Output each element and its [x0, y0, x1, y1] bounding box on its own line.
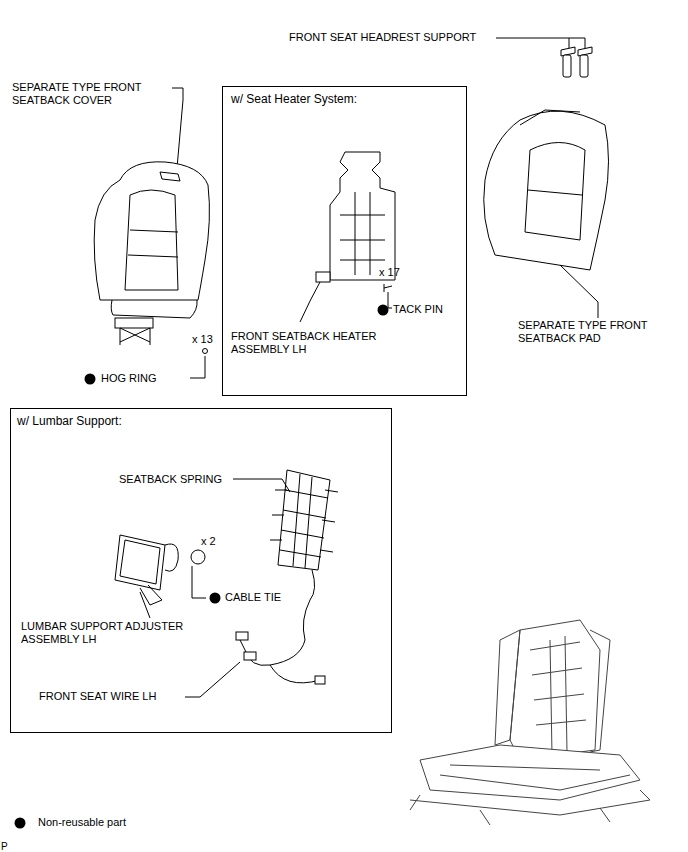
part-name: FRONT SEAT HEADREST SUPPORT [289, 31, 476, 44]
part-name: SEPARATE TYPE FRONT SEATBACK COVER [12, 81, 177, 107]
quantity-label: x 17 [379, 266, 400, 279]
option-box: w/ Seat Heater System: x 17 TACK PIN FRONT … [222, 86, 467, 396]
part-name: FRONT SEATBACK HEATER ASSEMBLY LH [231, 330, 406, 356]
quantity-label: x 13 [192, 333, 213, 346]
part-name: SEATBACK SPRING [119, 473, 222, 486]
part-name: TACK PIN [393, 303, 443, 316]
legend-text: Non-reusable part [38, 816, 126, 829]
part-name: HOG RING [101, 372, 157, 385]
option-heading: w/ Seat Heater System: [231, 93, 357, 106]
option-box: w/ Lumbar Support: SEATBACK SPRING x 2 CABL… [10, 408, 392, 733]
part-name: LUMBAR SUPPORT ADJUSTER ASSEMBLY LH [21, 620, 196, 646]
quantity-label: x 2 [201, 535, 216, 548]
part-name: SEPARATE TYPE FRONT SEATBACK PAD [518, 319, 678, 345]
part-name: CABLE TIE [225, 591, 281, 604]
part-name: FRONT SEAT WIRE LH [39, 690, 156, 703]
option-heading: w/ Lumbar Support: [17, 415, 122, 428]
figure-code: P [1, 840, 8, 852]
